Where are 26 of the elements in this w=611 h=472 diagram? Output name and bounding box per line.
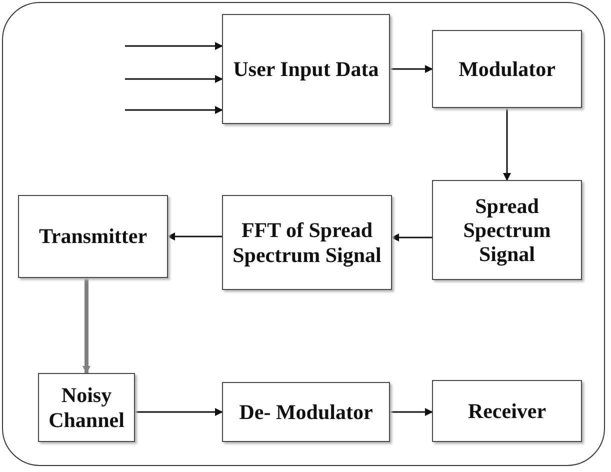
- arrow: [125, 106, 223, 114]
- process-box: [222, 195, 392, 290]
- arrow: [125, 75, 223, 83]
- box-label: Modulator: [458, 56, 556, 82]
- box-label: De- Modulator: [239, 400, 373, 424]
- box-label: User Input Data: [233, 56, 379, 82]
- arrow: [135, 408, 223, 416]
- process-box: [432, 380, 582, 442]
- process-box: [38, 373, 135, 442]
- arrow: [391, 234, 432, 242]
- box-label: Receiver: [468, 398, 546, 424]
- box-label: Transmitter: [38, 224, 148, 249]
- arrow: [82, 278, 90, 374]
- arrow: [390, 408, 433, 416]
- arrow: [390, 65, 433, 73]
- process-box: [432, 180, 582, 280]
- process-box: [222, 14, 390, 124]
- arrow: [125, 42, 223, 50]
- process-box: [222, 382, 390, 442]
- box-label: Spread Spectrum Signal: [462, 194, 552, 266]
- arrow: [503, 108, 511, 181]
- box-label: Noisy Channel: [48, 383, 126, 432]
- arrow: [167, 232, 222, 240]
- box-label: FFT of Spread Spectrum Signal: [232, 218, 382, 267]
- process-box: [432, 30, 582, 108]
- process-box: [18, 195, 168, 278]
